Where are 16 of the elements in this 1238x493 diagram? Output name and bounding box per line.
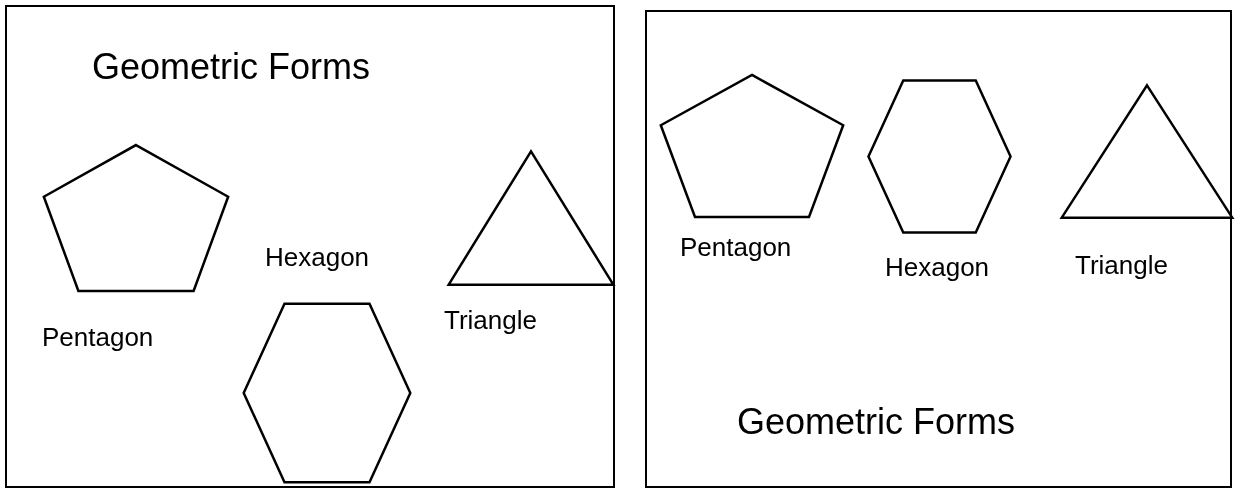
triangle-shape (1060, 84, 1234, 219)
panel-title: Geometric Forms (737, 404, 1016, 440)
shape-label: Triangle (444, 307, 537, 333)
hexagon-shape (242, 302, 412, 484)
panel-title: Geometric Forms (92, 49, 371, 85)
hexagon-shape (867, 79, 1012, 234)
shape-label: Pentagon (42, 324, 154, 350)
pentagon-shape (657, 72, 847, 220)
triangle-shape (447, 150, 615, 286)
panel-frame (5, 5, 615, 488)
shape-label: Hexagon (885, 254, 990, 280)
shape-label: Triangle (1075, 252, 1168, 278)
panel-frame (645, 10, 1232, 488)
pentagon-shape (40, 142, 232, 294)
shape-label: Pentagon (680, 234, 792, 260)
shape-label: Hexagon (265, 244, 370, 270)
